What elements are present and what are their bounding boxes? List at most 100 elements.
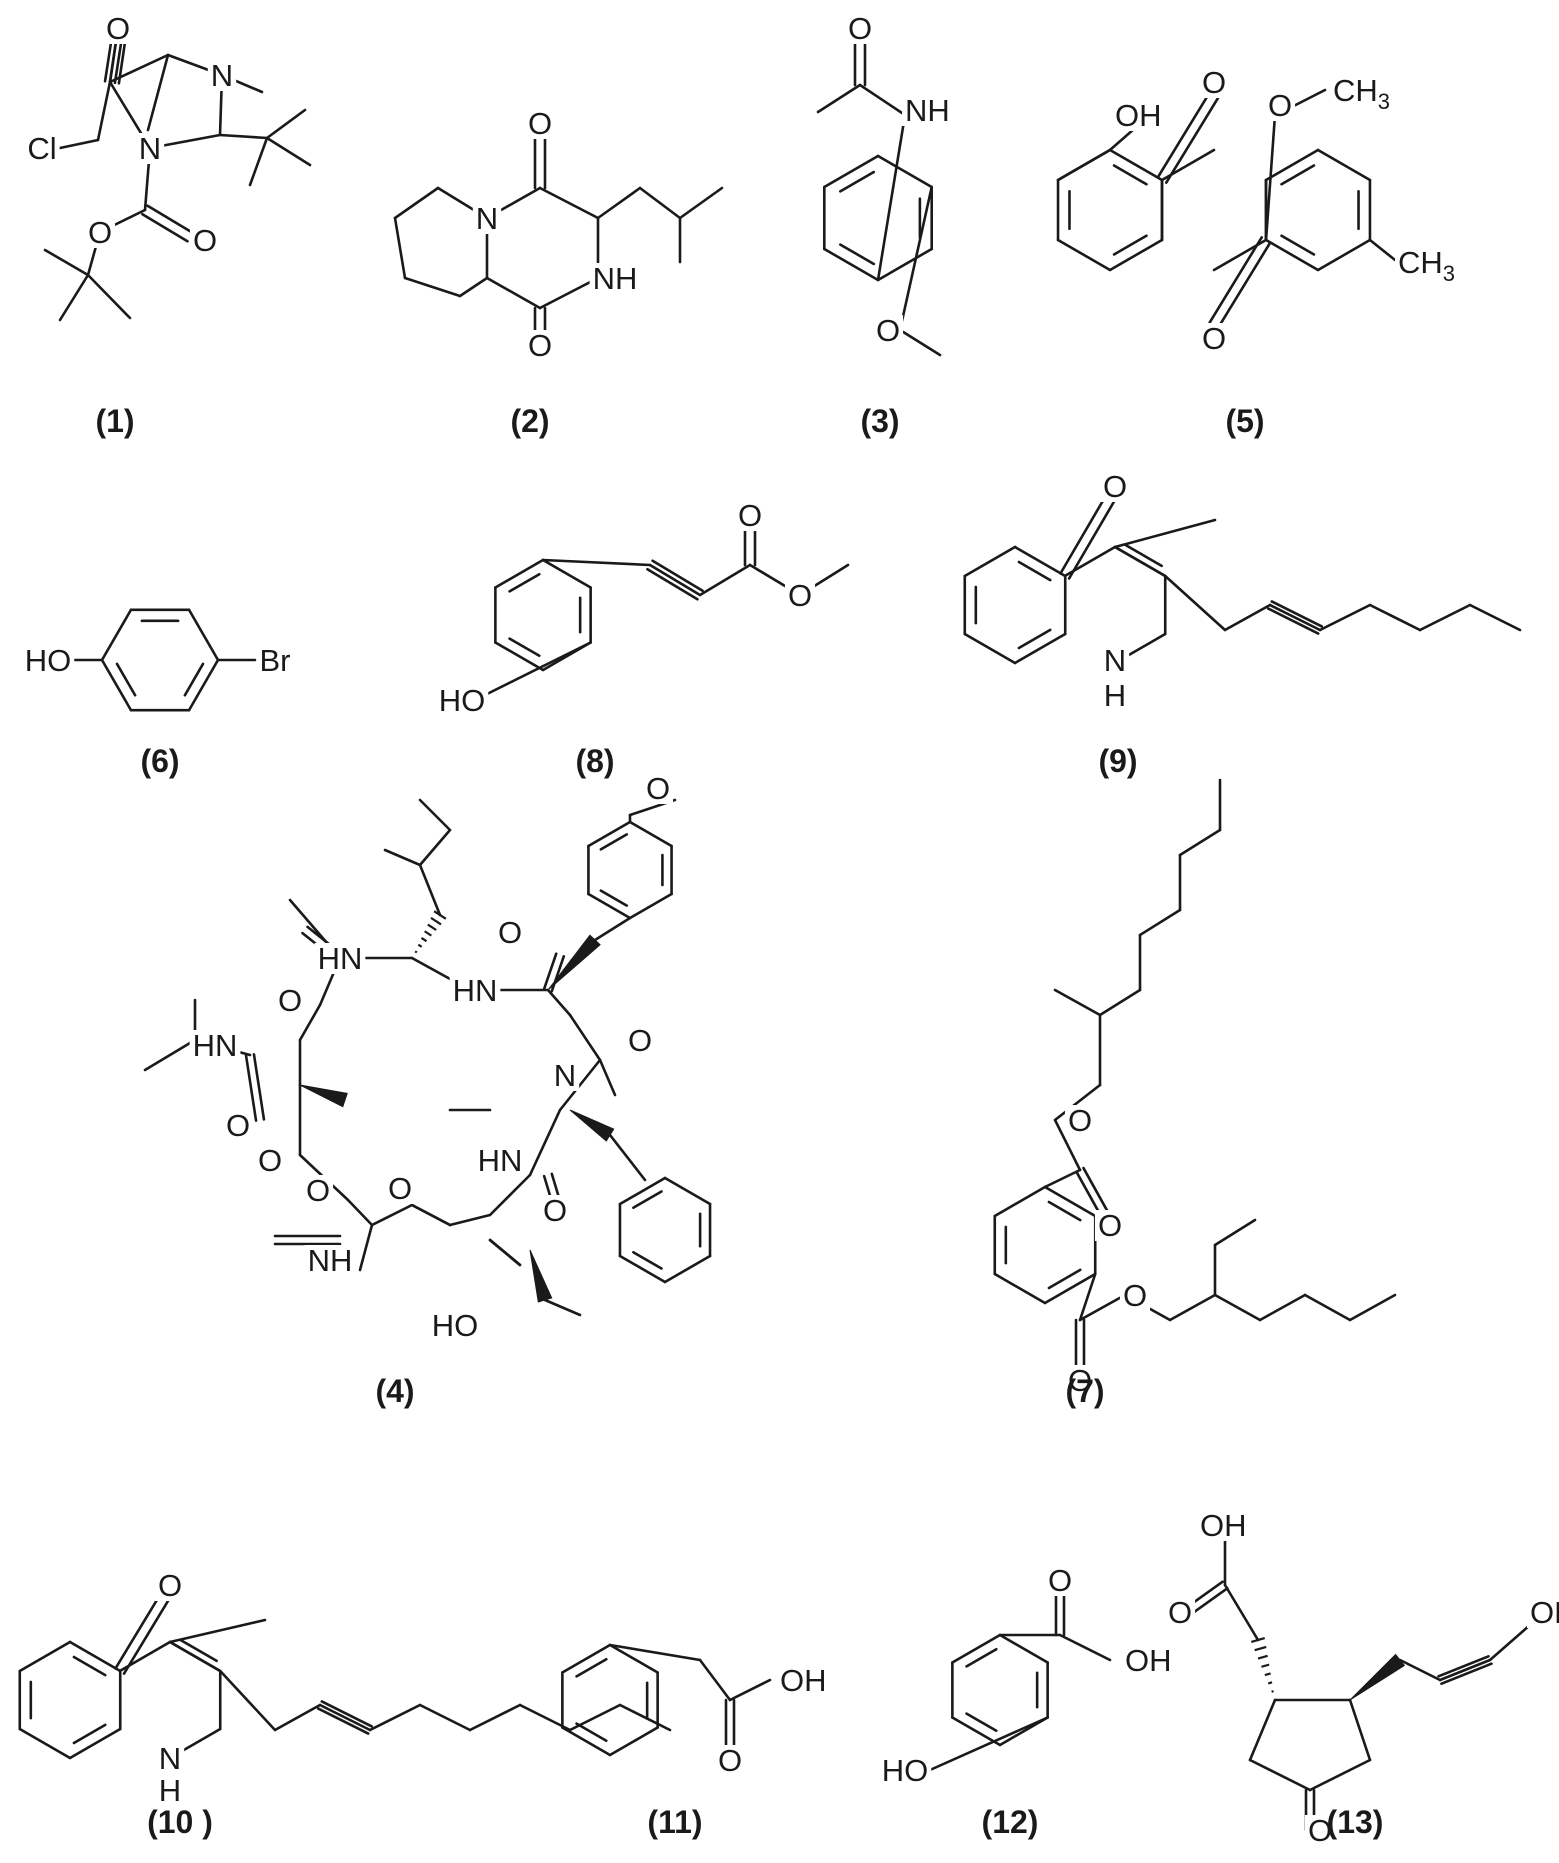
- c5-atom-ch3: CH3: [1398, 245, 1455, 286]
- c4-chain-bond: [546, 988, 572, 1017]
- c3-atom-o-carbonyl: O: [848, 11, 872, 46]
- c7-bond: [1078, 1293, 1127, 1322]
- c10-chain-bond: [318, 1703, 372, 1732]
- c5-atom-oh: OH: [1115, 98, 1162, 133]
- c13-atom-o-ketone: O: [1308, 1813, 1332, 1848]
- c13-ring-bond: [1248, 1758, 1312, 1792]
- c3-bond: [898, 185, 933, 332]
- c13-chain-bond: [1438, 1658, 1492, 1682]
- c8-atom-ho: HO: [439, 683, 486, 718]
- c11-atom-oh: OH: [780, 1663, 827, 1698]
- c3-aromatic-inner-bond: [839, 243, 876, 266]
- c9-chain-bond: [1268, 603, 1322, 632]
- c4-aromatic-inner-bond: [632, 1251, 663, 1270]
- c1-bond: [86, 273, 132, 320]
- c5-double-bond: [1216, 241, 1272, 329]
- c11-ring-bond: [608, 1726, 659, 1757]
- c9-double-bond-inner: [1124, 543, 1163, 568]
- c9-atom-o-carbonyl: O: [1103, 469, 1127, 504]
- c1-atom-o-ketone: O: [106, 11, 130, 46]
- c6-ring-bond: [100, 608, 133, 662]
- c12-atom-o-carbonyl: O: [1048, 1563, 1072, 1598]
- c12-aromatic-inner-bond: [965, 1712, 998, 1733]
- c4-atom-n-methyl: N: [554, 1058, 576, 1093]
- c5-ring-bond: [1056, 238, 1112, 272]
- c10-double-bond: [320, 1700, 374, 1728]
- c12-ring-bond: [998, 1633, 1049, 1664]
- c7-aromatic-inner-bond: [1047, 1268, 1082, 1290]
- c13-hash-bond: [1250, 1637, 1274, 1693]
- c13-atom-oh-alcohol: OH: [1530, 1595, 1559, 1630]
- c6-atom-br: Br: [260, 643, 291, 678]
- c4-atom-o-6: O: [388, 1171, 412, 1206]
- c10-chain-bond: [368, 1703, 422, 1732]
- c12-ring-bond: [951, 1716, 1002, 1747]
- c4-bond: [383, 848, 422, 867]
- c13-double-bond: [1191, 1586, 1229, 1615]
- c3-bond: [898, 328, 942, 357]
- c9-atom-h: H: [1104, 678, 1126, 713]
- c11-ring-bond: [608, 1643, 659, 1674]
- c7-atom-o-ester-2: O: [1123, 1278, 1147, 1313]
- c6-aromatic-inner-bond: [183, 662, 205, 697]
- compound-caption-layer: (1) (2) (3) (5) (6) (8) (9) (4) (7) (10 …: [95, 403, 1383, 1840]
- c8-chain-bond: [541, 558, 652, 567]
- c1-double-bond: [146, 204, 194, 235]
- c13-ring-bond: [1348, 1698, 1372, 1762]
- c4-bond: [358, 1223, 374, 1272]
- caption-compound-2: (2): [510, 403, 549, 439]
- c9-chain-bond: [1368, 603, 1422, 632]
- c1-bond: [218, 133, 269, 140]
- c2-chain-bond: [458, 276, 489, 298]
- c3-ring-bond: [876, 154, 933, 189]
- c7-bond: [1053, 1118, 1082, 1172]
- c1-bond: [58, 273, 90, 322]
- c7-chain-bond: [1303, 1293, 1352, 1322]
- c5-ring-bond: [1108, 238, 1164, 272]
- c6-ring-bond: [187, 608, 220, 662]
- c8-aromatic-inner-bond: [508, 637, 541, 658]
- c10-double-bond-inner: [179, 1638, 218, 1663]
- caption-compound-8: (8): [575, 743, 614, 779]
- c4-chain-bond: [418, 863, 442, 917]
- c10-aromatic-inner-bond: [72, 1723, 107, 1745]
- c3-bond: [876, 113, 907, 282]
- c9-double-bond: [1266, 607, 1320, 635]
- c12-bond: [928, 1716, 1049, 1772]
- caption-compound-4: (4): [375, 1373, 414, 1409]
- c13-double-bond: [1440, 1662, 1493, 1686]
- c13-chain-bond: [1488, 1623, 1532, 1662]
- c12-ring-bond: [951, 1633, 1002, 1664]
- c4-bond: [543, 1298, 582, 1317]
- c7-double-bond: [1082, 1166, 1110, 1215]
- c2-atom-nh: NH: [593, 261, 638, 296]
- c4-ring-bond: [587, 892, 632, 920]
- c4-chain-bond: [488, 1173, 532, 1217]
- c4-double-bond: [252, 1053, 266, 1121]
- c7-chain-bond: [1168, 1293, 1217, 1322]
- c10-ring-bond: [18, 1640, 72, 1673]
- c7-ring-bond: [1043, 1272, 1097, 1305]
- c7-atom-o-carbonyl-1: O: [1098, 1208, 1122, 1243]
- c10-chain-bond: [218, 1669, 277, 1732]
- c5-ring-bond: [1264, 238, 1320, 272]
- c10-chain-bond: [273, 1703, 322, 1732]
- c5-bond: [1264, 113, 1277, 242]
- c4-chain-bond: [418, 798, 452, 832]
- c11-chain-bond: [608, 1643, 702, 1662]
- c4-ring-bond: [628, 892, 673, 920]
- c13-chain-bond: [1223, 1583, 1260, 1642]
- c13-atom-oh-acid: OH: [1200, 1508, 1247, 1543]
- c1-atom-o-ester: O: [88, 215, 112, 250]
- c1-bond: [146, 53, 170, 132]
- c9-aromatic-inner-bond: [1017, 560, 1052, 582]
- c4-atom-nh: NH: [308, 1243, 353, 1278]
- c4-double-bond: [244, 1054, 258, 1122]
- c11-ring-bond: [561, 1726, 612, 1757]
- c1-bond: [43, 248, 90, 277]
- c4-chain-bond: [448, 1213, 492, 1227]
- c10-atom-h: H: [159, 1773, 181, 1808]
- c10-chain-bond: [418, 1703, 472, 1732]
- c9-chain-bond: [1468, 603, 1522, 632]
